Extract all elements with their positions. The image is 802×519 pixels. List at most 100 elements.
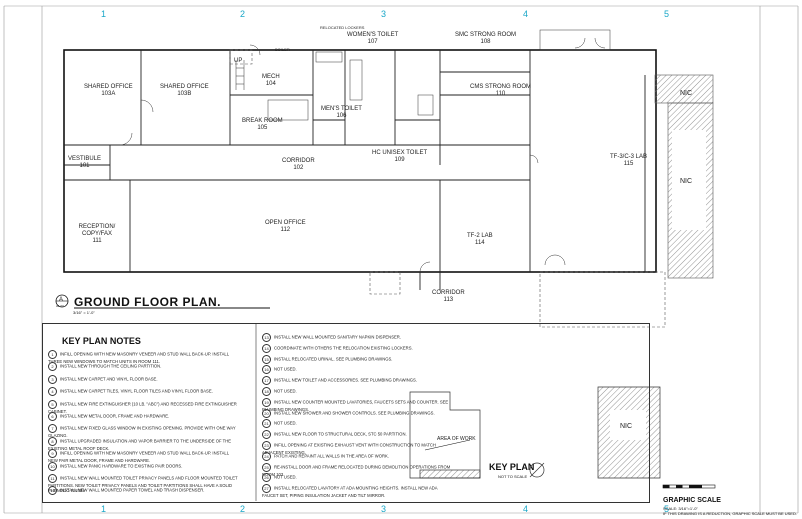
plan-tag-sheet: A1.00 [56, 304, 64, 308]
key-plan-area-label: AREA OF WORK [437, 436, 476, 442]
note-number-badge: 13 [262, 333, 271, 342]
note-number-badge: 16 [262, 365, 271, 375]
plan-scale: 3/16" = 1'-0" [73, 310, 95, 315]
note-text: INFILL OPENING WITH NEW MASONRY VENEER A… [48, 450, 229, 464]
note-text: INSTALL RELOCATED URINAL. SEE PLUMBING D… [274, 356, 393, 362]
graphic-scale-note: IF THIS DRAWING IS A REDUCTION, GRAPHIC … [663, 511, 797, 516]
plan-title-tag [55, 294, 270, 309]
key-plan-scale: NOT TO SCALE [498, 474, 528, 479]
relocated-lockers-label: RELOCATED LOCKERS [320, 25, 365, 30]
note-text: NOT USED. [274, 475, 297, 480]
note-number-badge: 15 [262, 354, 271, 364]
note-number-badge: 7 [48, 424, 57, 434]
note-text: INSTALL NEW PANIC HARDWARE TO EXISTING P… [60, 463, 183, 469]
note-text: INSTALL NEW SHOWER AND SHOWER CONTROLS. … [274, 410, 435, 416]
note-number-badge: 18 [262, 387, 271, 396]
nic-label-side: NIC [680, 178, 693, 185]
exterior-walls [63, 49, 657, 273]
note-number-badge: 4 [48, 387, 57, 397]
nic-areas [654, 74, 714, 279]
note-text: PATCH AND REPAINT ALL WALLS IN THE AREA … [274, 453, 389, 459]
note-text: INSTALL NEW WALL MOUNTED SANITARY NAPKIN… [274, 334, 401, 340]
note-number-badge: 8 [48, 436, 57, 446]
notes-box [42, 323, 650, 503]
exterior-dashed [229, 49, 666, 328]
grid-number-bottom-3: 3 [381, 504, 387, 514]
note-number-badge: 1 [48, 350, 57, 359]
note-text: INSTALL RELOCATED LAVATORY AT ADA MOUNTI… [262, 485, 438, 499]
plan-tag-letter: A [59, 297, 64, 303]
grid-number-bottom-4: 4 [523, 504, 529, 514]
door-swings [119, 37, 606, 273]
note-number-badge: 12 [48, 486, 57, 496]
note-number-badge: 27 [262, 484, 271, 494]
key-plan-drawing [409, 386, 661, 479]
grid-number-top-2: 2 [240, 9, 246, 19]
note-number-badge: 9 [48, 449, 57, 459]
key-plan-nic-label: NIC [620, 423, 633, 430]
grid-number-bottom-2: 2 [240, 504, 246, 514]
note-number-badge: 24 [262, 451, 271, 461]
note-text: INSTALL NEW CARPET AND VINYL FLOOR BASE. [60, 376, 158, 382]
note-text: RE-INSTALL DOOR AND FRAME RELOCATED DURI… [262, 464, 451, 477]
note-number-badge: 17 [262, 376, 271, 386]
note-text: INSTALL NEW THROUGH THE CEILING PARTITIO… [60, 364, 162, 369]
grid-number-top-1: 1 [101, 9, 107, 19]
boiler-label: BOILER [275, 47, 290, 52]
detail-lines [235, 29, 611, 121]
graphic-scale-bar [662, 484, 716, 489]
note-text: NOT USED. [274, 388, 297, 394]
note-number-badge: 26 [262, 473, 271, 483]
note-text: INSTALL NEW WALL MOUNTED TOILET PRIVACY … [48, 475, 238, 493]
note-number-badge: 25 [262, 462, 271, 472]
note-number-badge: 11 [48, 474, 57, 483]
note-number-badge: 3 [48, 374, 57, 384]
up-label: UP [234, 58, 243, 64]
graphic-scale-value: SCALE: 3/16"=1'-0" [663, 506, 698, 511]
note-text: INSTALL NEW FIXED GLASS WINDOW IN EXISTI… [48, 426, 236, 439]
note-text: INSTALL NEW TOILET AND ACCESSORIES. SEE … [274, 377, 417, 383]
grid-number-top-4: 4 [523, 9, 529, 19]
note-text: INSTALL NEW FLOOR TO STRUCTURAL DECK, ST… [274, 431, 407, 437]
note-text: NOT USED. [274, 367, 297, 372]
note-number-badge: 20 [262, 408, 271, 418]
note-text: INSTALL NEW METAL DOOR, FRAME AND HARDWA… [60, 413, 170, 419]
note-text: NOT USED. [274, 421, 297, 426]
grid-number-bottom-1: 1 [101, 504, 107, 514]
graphic-scale-title: GRAPHIC SCALE [663, 497, 721, 504]
note-number-badge: 2 [48, 362, 57, 372]
interior-walls [64, 50, 646, 290]
note-text: INSTALL NEW CARPET TILES, VINYL FLOOR TI… [60, 388, 213, 394]
